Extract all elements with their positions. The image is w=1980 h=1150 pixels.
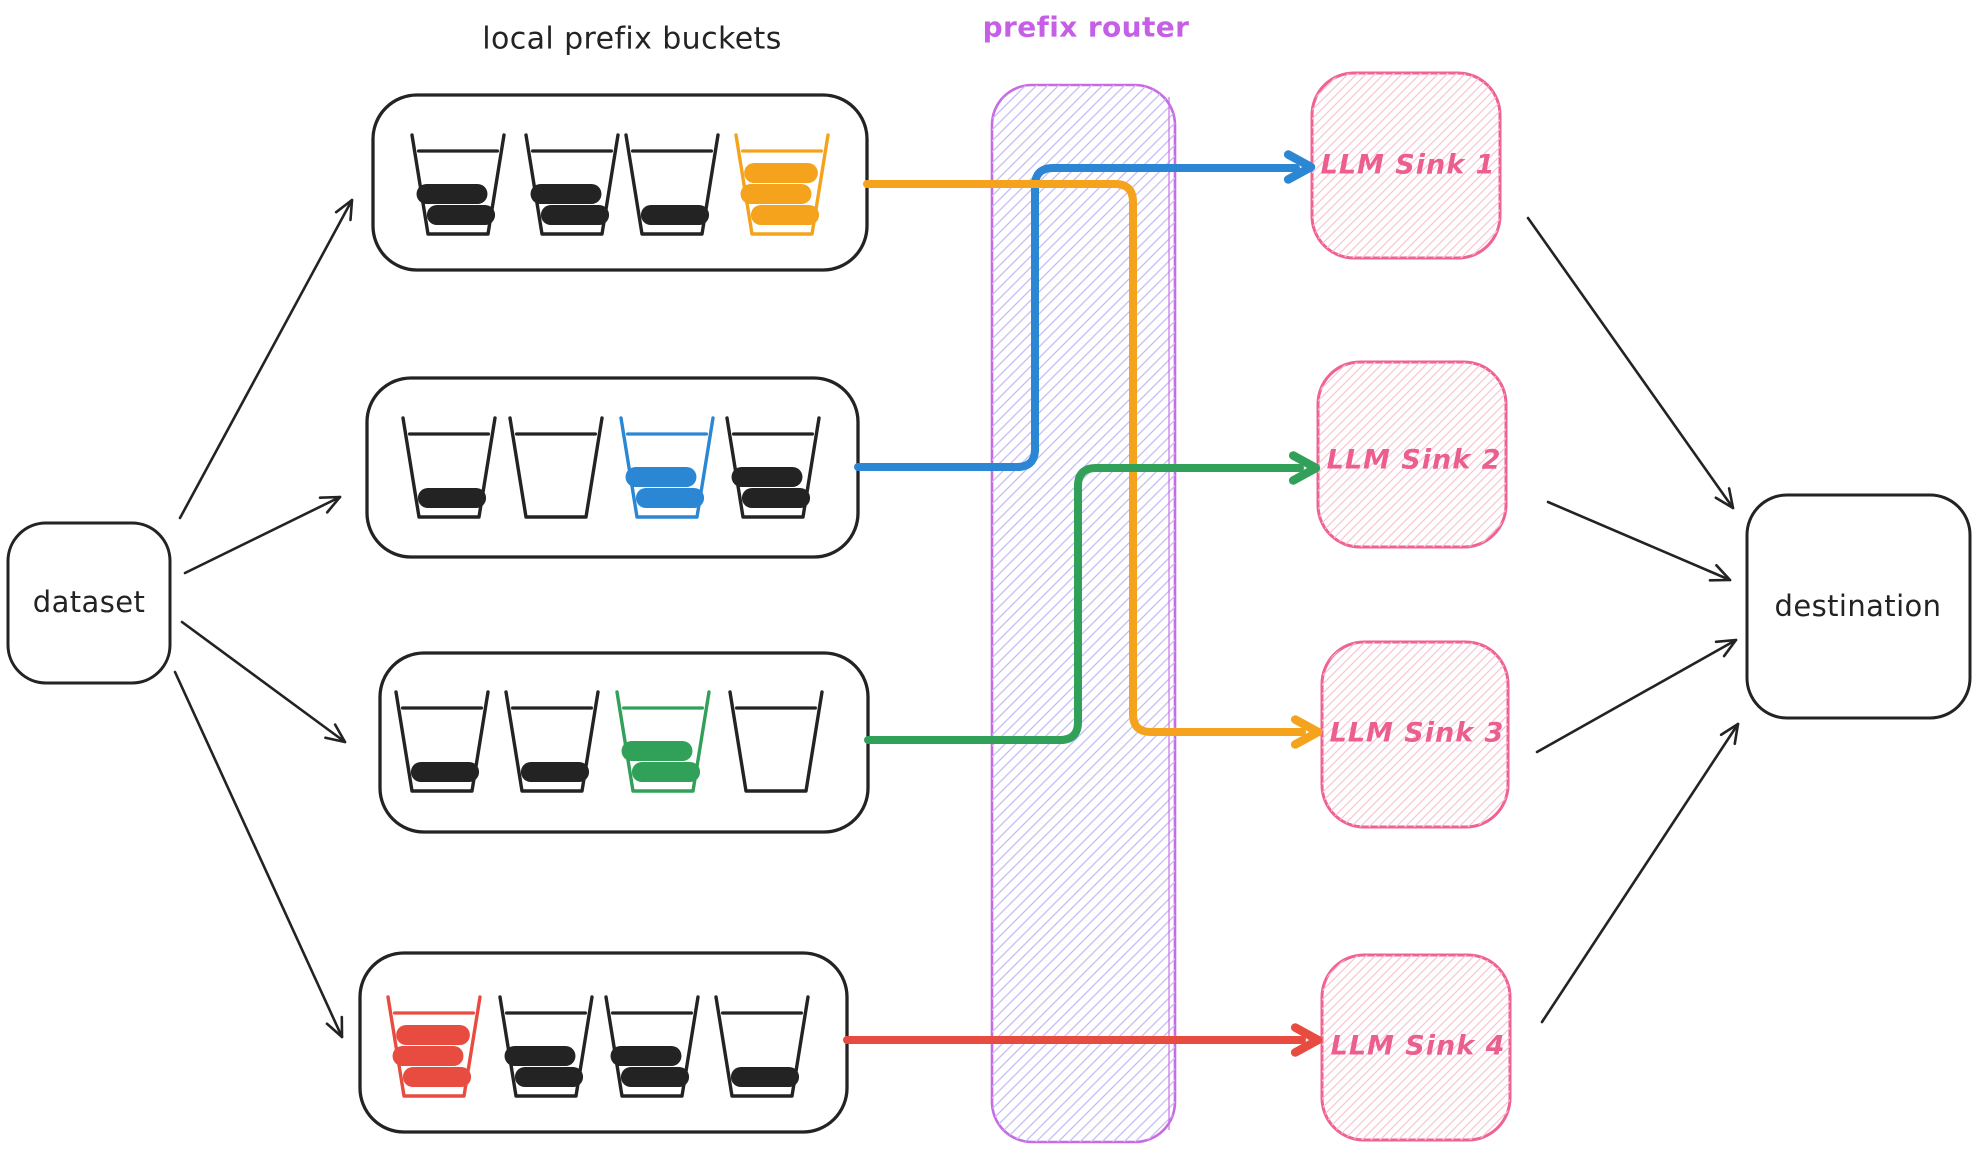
llm-sink-2-label: LLM Sink 2	[1326, 444, 1502, 476]
bucket-group-4-cup-1	[386, 995, 482, 1098]
arrow-dataset-to-group-1	[178, 198, 354, 520]
bucket-group-1-cup-4	[734, 133, 830, 236]
bucket-group-3-cup-4	[728, 690, 824, 793]
arrow-dataset-to-group-1-arrowhead-icon	[334, 198, 354, 222]
arrow-dataset-to-group-2-arrowhead-icon	[318, 495, 342, 514]
bucket-group-3-cup-2	[504, 690, 600, 793]
bucket-group-4-cup-3	[604, 995, 700, 1098]
arrow-sink-2-to-destination	[1546, 500, 1732, 582]
route-green-arrowhead-icon	[1288, 451, 1321, 485]
llm-sink-2-hatch	[1318, 362, 1506, 547]
route-bucket-group-3-to-sink	[864, 464, 1304, 744]
arrow-sink-4-to-destination-arrowhead-icon	[1719, 722, 1740, 746]
dataset-box	[6, 521, 172, 685]
arrow-sink-3-to-destination	[1535, 638, 1738, 754]
route-bucket-group-1-to-sink	[863, 180, 1306, 736]
bucket-group-2-cup-4	[725, 416, 821, 519]
arrow-sink-1-to-destination	[1526, 216, 1735, 510]
route-red-arrowhead-icon	[1290, 1023, 1323, 1057]
bucket-group-1-cup-1	[410, 133, 506, 236]
arrow-dataset-to-group-3-arrowhead-icon	[324, 723, 347, 744]
destination-box	[1745, 493, 1972, 720]
bucket-group-4-cup-2	[498, 995, 594, 1098]
router-label: prefix router	[982, 10, 1190, 44]
llm-sink-4-label: LLM Sink 4	[1330, 1030, 1506, 1062]
bucket-group-2-cup-1	[401, 416, 497, 519]
arrow-dataset-to-group-4-arrowhead-icon	[325, 1015, 344, 1039]
arrow-sink-3-to-destination-arrowhead-icon	[1714, 638, 1738, 658]
llm-sink-3-hatch	[1322, 642, 1508, 827]
arrow-dataset-to-group-3	[180, 620, 347, 744]
arrow-sink-4-to-destination	[1540, 722, 1740, 1024]
bucket-group-3-cup-3	[615, 690, 711, 793]
dataset-label: dataset	[32, 585, 146, 619]
buckets-title: local prefix buckets	[482, 21, 782, 57]
llm-sink-4-hatch	[1322, 955, 1510, 1140]
arrow-sink-1-to-destination-arrowhead-icon	[1714, 487, 1735, 510]
bucket-group-2-cup-3	[619, 416, 715, 519]
destination-label: destination	[1774, 589, 1942, 623]
bucket-group-3-cup-1	[394, 690, 490, 793]
prefix-router-hatch	[992, 85, 1175, 1142]
bucket-group-1-cup-3	[624, 133, 720, 236]
llm-sink-1-hatch	[1312, 73, 1500, 258]
arrow-sink-2-to-destination-arrowhead-icon	[1708, 564, 1732, 582]
bucket-group-1-cup-2	[524, 133, 620, 236]
arrow-dataset-to-group-2	[183, 495, 342, 575]
llm-sink-1-label: LLM Sink 1	[1320, 149, 1496, 181]
bucket-group-2-cup-2	[508, 416, 604, 519]
route-blue-arrowhead-icon	[1283, 150, 1316, 184]
arrow-dataset-to-group-4	[173, 670, 344, 1039]
route-bucket-group-2-to-sink	[854, 164, 1300, 471]
route-orange-arrowhead-icon	[1290, 715, 1323, 749]
bucket-group-4-cup-4	[714, 995, 810, 1098]
llm-sink-3-label: LLM Sink 3	[1329, 717, 1505, 749]
